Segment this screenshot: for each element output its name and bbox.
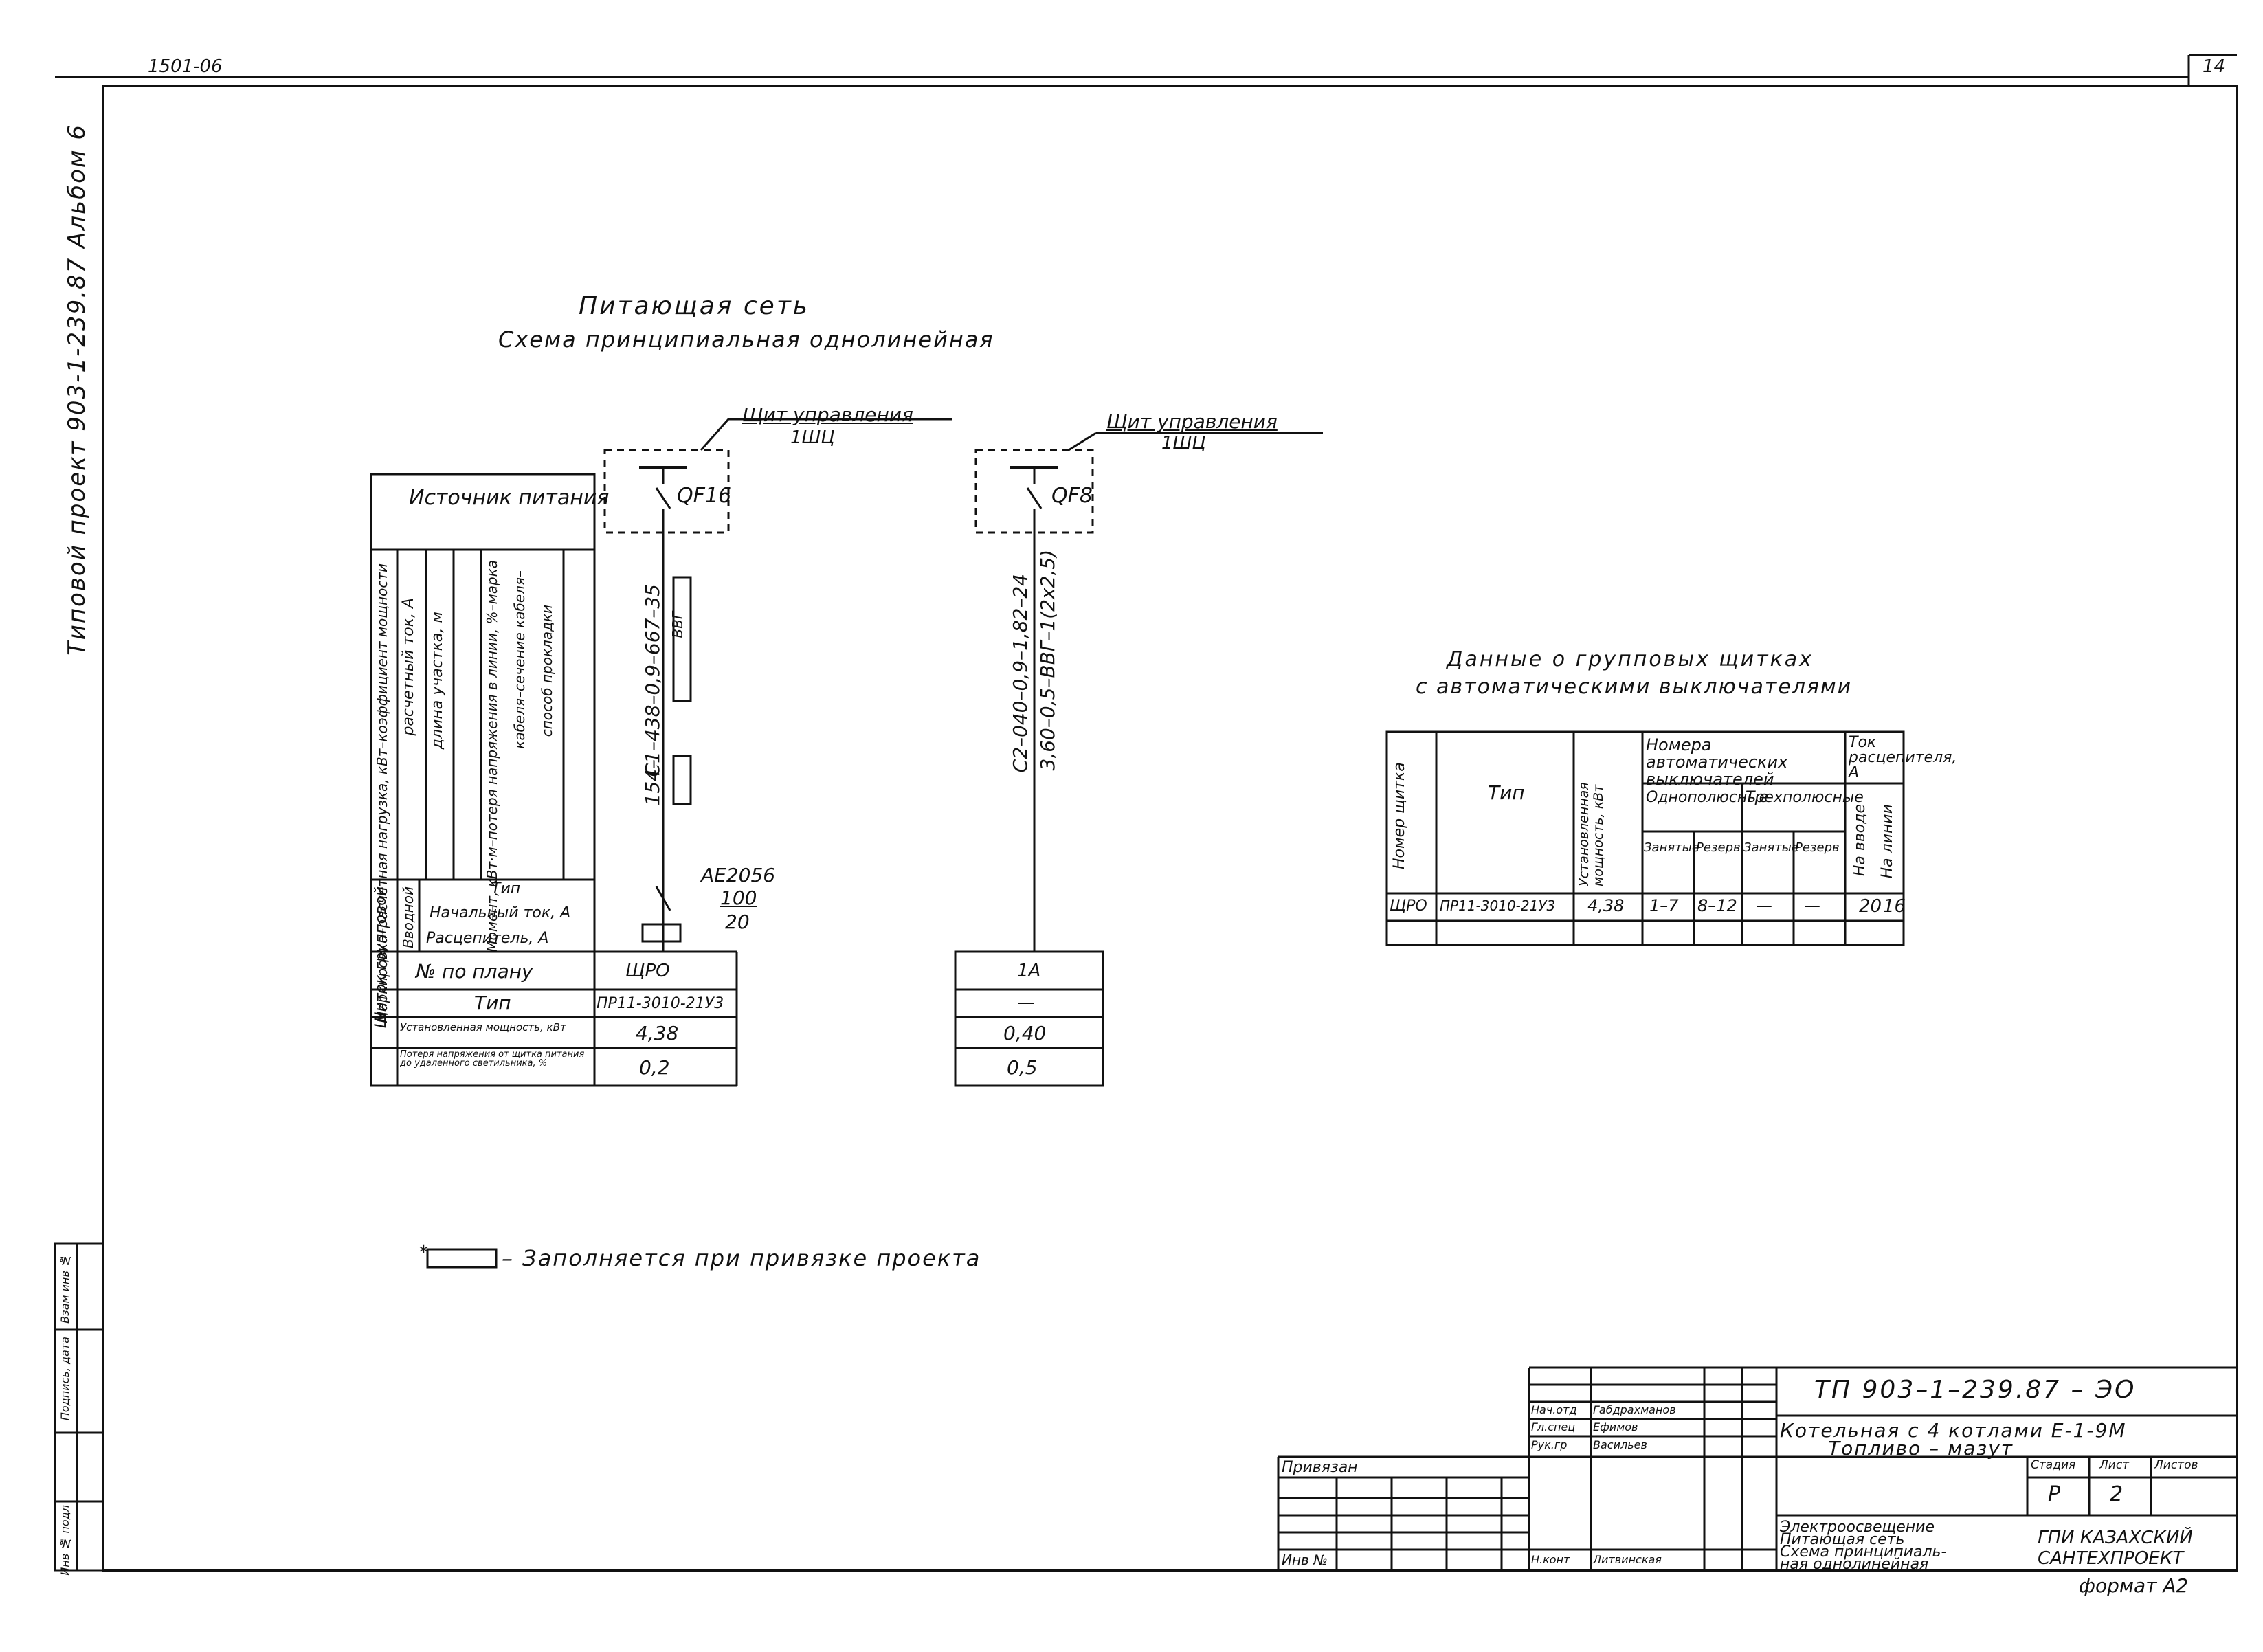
panel2-label: Щит управления <box>1106 410 1278 433</box>
breaker-row-type: Тип <box>491 880 521 897</box>
header-number: Номер щитка <box>1391 762 1408 869</box>
header-single: Однополюсные <box>1646 789 1769 806</box>
header-occupied-2: Занятые <box>1743 840 1799 855</box>
staff-name-1: Габдрахманов <box>1593 1403 1676 1416</box>
staff-role-2: Гл.спец <box>1531 1420 1576 1433</box>
sheet-desc-2: Питающая сеть <box>1780 1531 1905 1548</box>
stamp-inv: Инв № подл <box>58 1505 71 1576</box>
cell-number: ЩРО <box>1390 897 1427 915</box>
vheader-5: кабеля–сечение кабеля– <box>511 570 528 749</box>
header-reserve-1: Резерв <box>1696 840 1741 855</box>
staff-name-4: Литвинская <box>1593 1553 1662 1566</box>
panel1-label: Щит управления <box>742 403 913 426</box>
cell-power: 4,38 <box>1587 896 1625 915</box>
row-col1-power: 4,38 <box>636 1022 679 1045</box>
panel1-sub: 1ШЦ <box>790 427 835 448</box>
sheet-desc-4: ная однолинейная <box>1780 1556 1929 1573</box>
footnote: – Заполняется при привязке проекта <box>502 1245 981 1271</box>
cell-triple-reserve: — <box>1804 896 1820 915</box>
breaker-row-release: Расцепитель, А <box>426 930 549 947</box>
row-label-power: Установленная мощность, кВт <box>400 1021 566 1034</box>
line1-cable: С1–438–0,9–667–35 <box>641 584 664 777</box>
side-title: Типовой проект 903-1-239.87 Альбом 6 <box>63 124 91 656</box>
row-col2-type: — <box>1017 992 1035 1013</box>
sheet-desc-3: Схема принципиаль- <box>1780 1543 1947 1561</box>
staff-name-3: Васильев <box>1593 1438 1647 1451</box>
diagram-subtitle: Схема принципиальная однолинейная <box>498 326 994 353</box>
header-breakers: Номера автоматических выключателей <box>1646 735 1788 790</box>
vheader-2: расчетный ток, А <box>400 598 417 736</box>
panel2-sub: 1ШЦ <box>1161 433 1206 454</box>
line1-breaker-current: 100 <box>720 886 757 909</box>
row-label-loss: Потеря напряжения от щитка питания до уд… <box>400 1049 585 1069</box>
cell-lines: 16 <box>1883 896 1906 917</box>
line2-cable2: 3,60–0,5–ВВГ–1(2х2,5) <box>1036 550 1059 771</box>
doc-code: ТП 903–1–239.87 – ЭО <box>1814 1376 2137 1404</box>
header-input: На вводе <box>1851 804 1869 877</box>
cell-triple-occupied: — <box>1756 896 1772 915</box>
row-label-type: Тип <box>474 992 511 1014</box>
line1-cable2: 154– <box>641 759 664 806</box>
sheet-code: 1501-06 <box>148 56 223 77</box>
footnote-star: * <box>419 1242 428 1263</box>
row-col2-number: 1А <box>1017 961 1041 981</box>
stage-value: Р <box>2048 1482 2061 1506</box>
header-power: Установленная мощность, кВт <box>1576 782 1606 886</box>
breaker-row-current: Начальный ток, А <box>430 904 571 922</box>
sheet-value: 2 <box>2110 1482 2123 1506</box>
cell-single-occupied: 1–7 <box>1649 896 1679 915</box>
panel2-breaker: QF8 <box>1051 484 1093 508</box>
panel1-breaker: QF16 <box>677 484 732 508</box>
object-line1: Котельная с 4 котлами Е-1-9М <box>1780 1419 2127 1442</box>
org-line1: ГПИ КАЗАХСКИЙ <box>2038 1528 2193 1548</box>
row-col2-power: 0,40 <box>1003 1022 1047 1045</box>
row-label-number: № по плану <box>416 960 533 983</box>
sheets-label: Листов <box>2154 1458 2198 1472</box>
group-label: Щиток групповой <box>372 886 390 1029</box>
org-line2: САНТЕХПРОЕКТ <box>2038 1548 2184 1569</box>
diagram-title: Питающая сеть <box>579 292 810 320</box>
stamp-replace: Взам инв № <box>58 1254 71 1324</box>
row-col1-type: ПР11-3010-21У3 <box>597 995 724 1012</box>
format-label: формат А2 <box>2079 1574 2189 1597</box>
header-triple: Трехполюсные <box>1746 789 1864 806</box>
line2-cable: С2–040–0,9–1,82–24 <box>1009 574 1032 773</box>
inv-label: Инв № <box>1282 1552 1328 1568</box>
source-label: Источник питания <box>409 486 610 510</box>
header-lines: На линии <box>1879 804 1896 879</box>
stage-label: Стадия <box>2031 1458 2076 1472</box>
object-line2: Топливо – мазут <box>1828 1437 2014 1460</box>
line1-breaker-setting: 20 <box>725 911 750 933</box>
staff-role-1: Нач.отд <box>1531 1403 1577 1416</box>
bound-label: Привязан <box>1282 1459 1358 1476</box>
row-col2-loss: 0,5 <box>1007 1056 1038 1079</box>
page-number: 14 <box>2203 56 2226 77</box>
staff-name-2: Ефимов <box>1593 1420 1638 1433</box>
stamp-sign: Подпись, дата <box>58 1337 71 1421</box>
cell-type: ПР11-3010-21У3 <box>1440 897 1556 914</box>
vheader-6: способ прокладки <box>539 605 555 737</box>
sheet-desc-1: Электроосвещение <box>1780 1519 1935 1536</box>
vheader-3: длина участка, м <box>429 612 446 750</box>
row-col1-loss: 0,2 <box>639 1056 670 1079</box>
panel-table-title: Данные о групповых щитках <box>1447 647 1814 671</box>
staff-role-3: Рук.гр <box>1531 1438 1568 1451</box>
line1-breaker-type: АЕ2056 <box>701 864 776 886</box>
header-occupied-1: Занятые <box>1644 840 1699 855</box>
header-reserve-2: Резерв <box>1795 840 1840 855</box>
header-type: Тип <box>1488 781 1525 804</box>
panel-table-subtitle: с автоматическими выключателями <box>1416 675 1853 699</box>
header-release: Ток расцепителя, А <box>1849 734 1957 781</box>
cell-input: 20 <box>1859 896 1882 917</box>
row-col1-number: ЩРО <box>625 961 670 981</box>
cell-single-reserve: 8–12 <box>1697 896 1737 915</box>
staff-role-4: Н.конт <box>1531 1553 1570 1566</box>
sheet-label: Лист <box>2099 1458 2130 1472</box>
line1-cable2-brand: ВВГ <box>669 612 686 638</box>
input-label: Вводной <box>400 886 416 948</box>
